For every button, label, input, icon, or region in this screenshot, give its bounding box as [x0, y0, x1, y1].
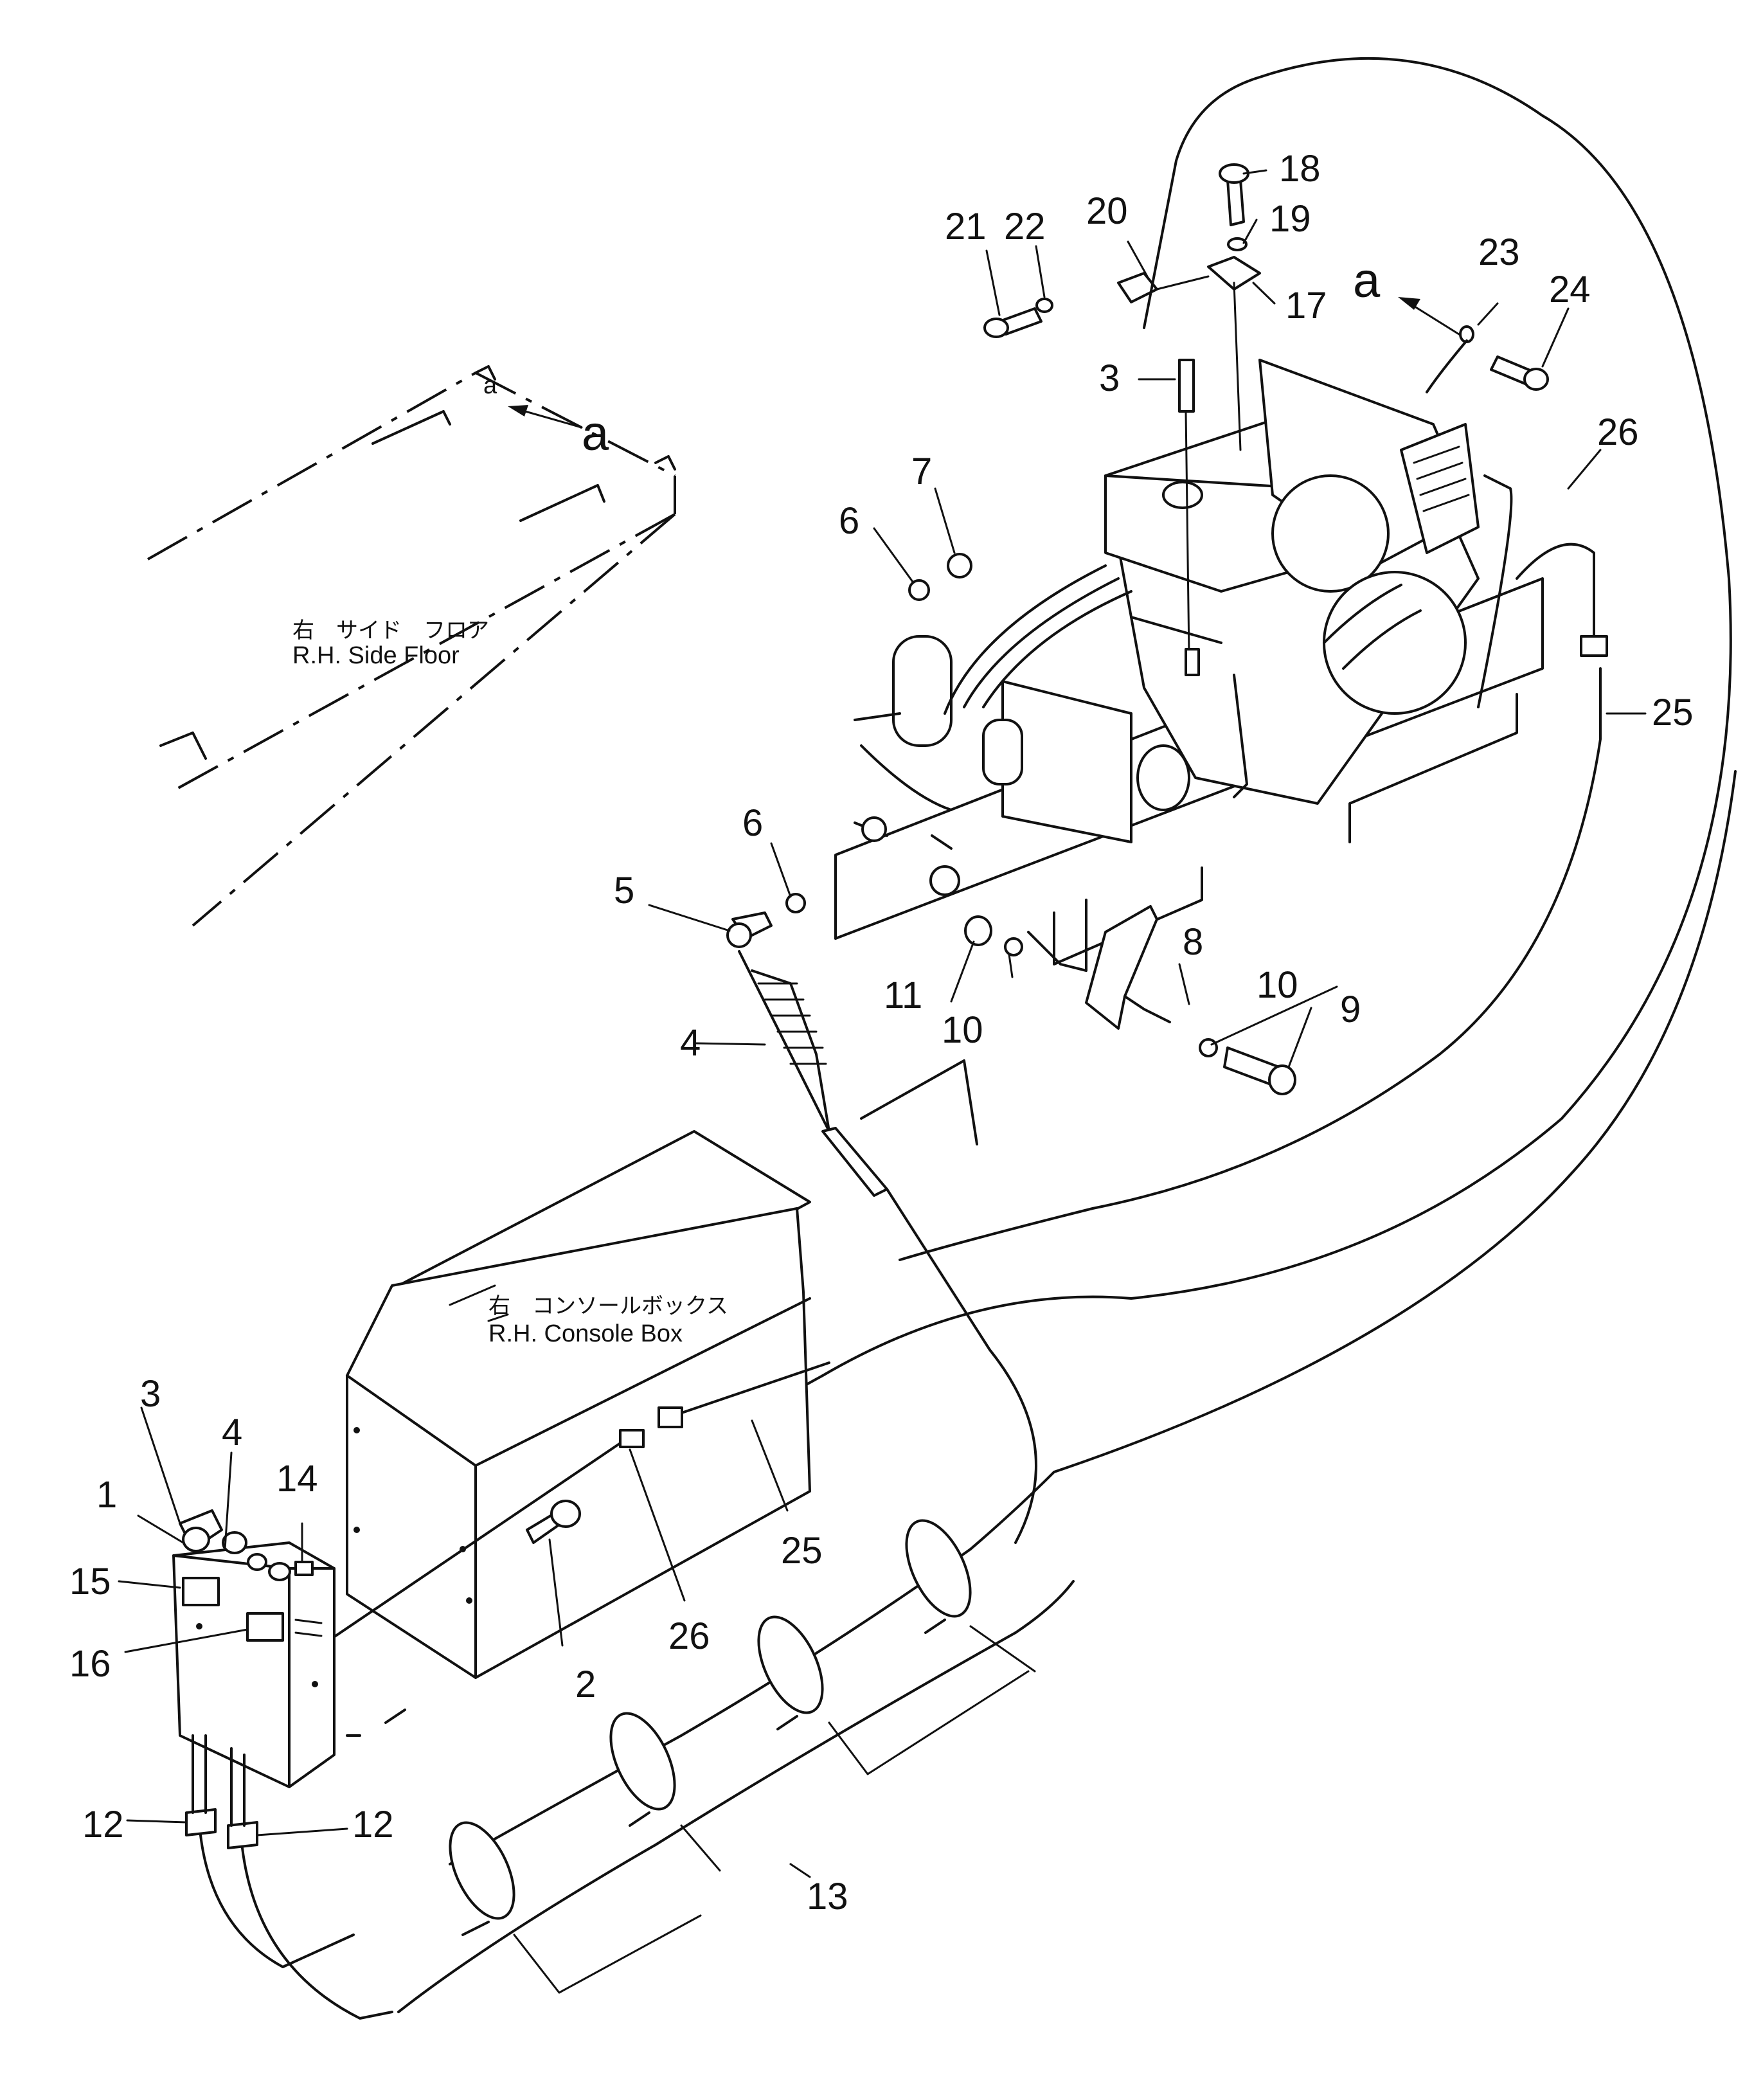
view-marker-a-engine: a — [1353, 253, 1381, 308]
callout-17: 17 — [1285, 285, 1327, 327]
callout-12-right: 12 — [352, 1804, 394, 1845]
callout-26-console: 26 — [668, 1615, 710, 1657]
small-parts — [785, 553, 1296, 1095]
side-floor: 右 サイド フロア R.H. Side Floor a a — [147, 365, 676, 927]
callout-13: 13 — [807, 1876, 848, 1917]
side-floor-label-jp: 右 サイド フロア — [292, 618, 489, 643]
callout-11: 11 — [884, 974, 922, 1016]
callout-21: 21 — [945, 206, 987, 247]
callout-6-upper: 6 — [839, 500, 859, 542]
control-box — [172, 1509, 393, 2020]
side-floor-label-en: R.H. Side Floor — [292, 642, 460, 669]
callout-22: 22 — [1004, 206, 1046, 247]
callout-12-left: 12 — [82, 1804, 124, 1845]
callout-23: 23 — [1478, 231, 1520, 273]
console-box: 右 コンソールボックス R.H. Console Box — [320, 1130, 830, 1737]
callout-14: 14 — [276, 1458, 318, 1500]
view-marker-a-floor: a — [582, 406, 609, 461]
callout-numbers: 18 19 20 21 22 17 a 23 24 3 26 7 6 25 6 … — [69, 148, 1694, 1917]
callout-3-box: 3 — [140, 1373, 161, 1415]
bracket-parts — [983, 163, 1549, 676]
engine-assembly — [834, 359, 1608, 972]
callout-8: 8 — [1183, 921, 1203, 963]
callout-25-engine: 25 — [1652, 692, 1694, 733]
callout-10-right: 10 — [1257, 964, 1298, 1006]
callout-18: 18 — [1279, 148, 1321, 190]
console-box-label-en: R.H. Console Box — [488, 1320, 683, 1347]
callout-20: 20 — [1086, 190, 1128, 232]
callout-4-box: 4 — [222, 1412, 242, 1453]
callout-7: 7 — [911, 451, 932, 492]
callout-25-console: 25 — [781, 1530, 823, 1572]
callout-5: 5 — [614, 870, 634, 911]
console-box-label-jp: 右 コンソールボックス — [488, 1293, 728, 1319]
callout-9: 9 — [1340, 989, 1361, 1030]
callout-2: 2 — [575, 1664, 596, 1705]
callout-19: 19 — [1269, 198, 1311, 240]
callout-15: 15 — [69, 1561, 111, 1602]
cable-clamps — [397, 1471, 1075, 2013]
view-marker-a-inset: a — [483, 372, 497, 399]
leader-lines — [118, 169, 1647, 1878]
callout-24: 24 — [1549, 269, 1591, 310]
callout-26-engine: 26 — [1597, 411, 1639, 453]
callout-16: 16 — [69, 1643, 111, 1685]
callout-1: 1 — [96, 1474, 117, 1516]
callout-3-engine: 3 — [1099, 357, 1120, 399]
throttle-cable — [726, 911, 1037, 1544]
callout-6-lower: 6 — [742, 802, 763, 844]
callout-4-cable: 4 — [680, 1022, 701, 1064]
callout-10-left: 10 — [942, 1009, 983, 1051]
